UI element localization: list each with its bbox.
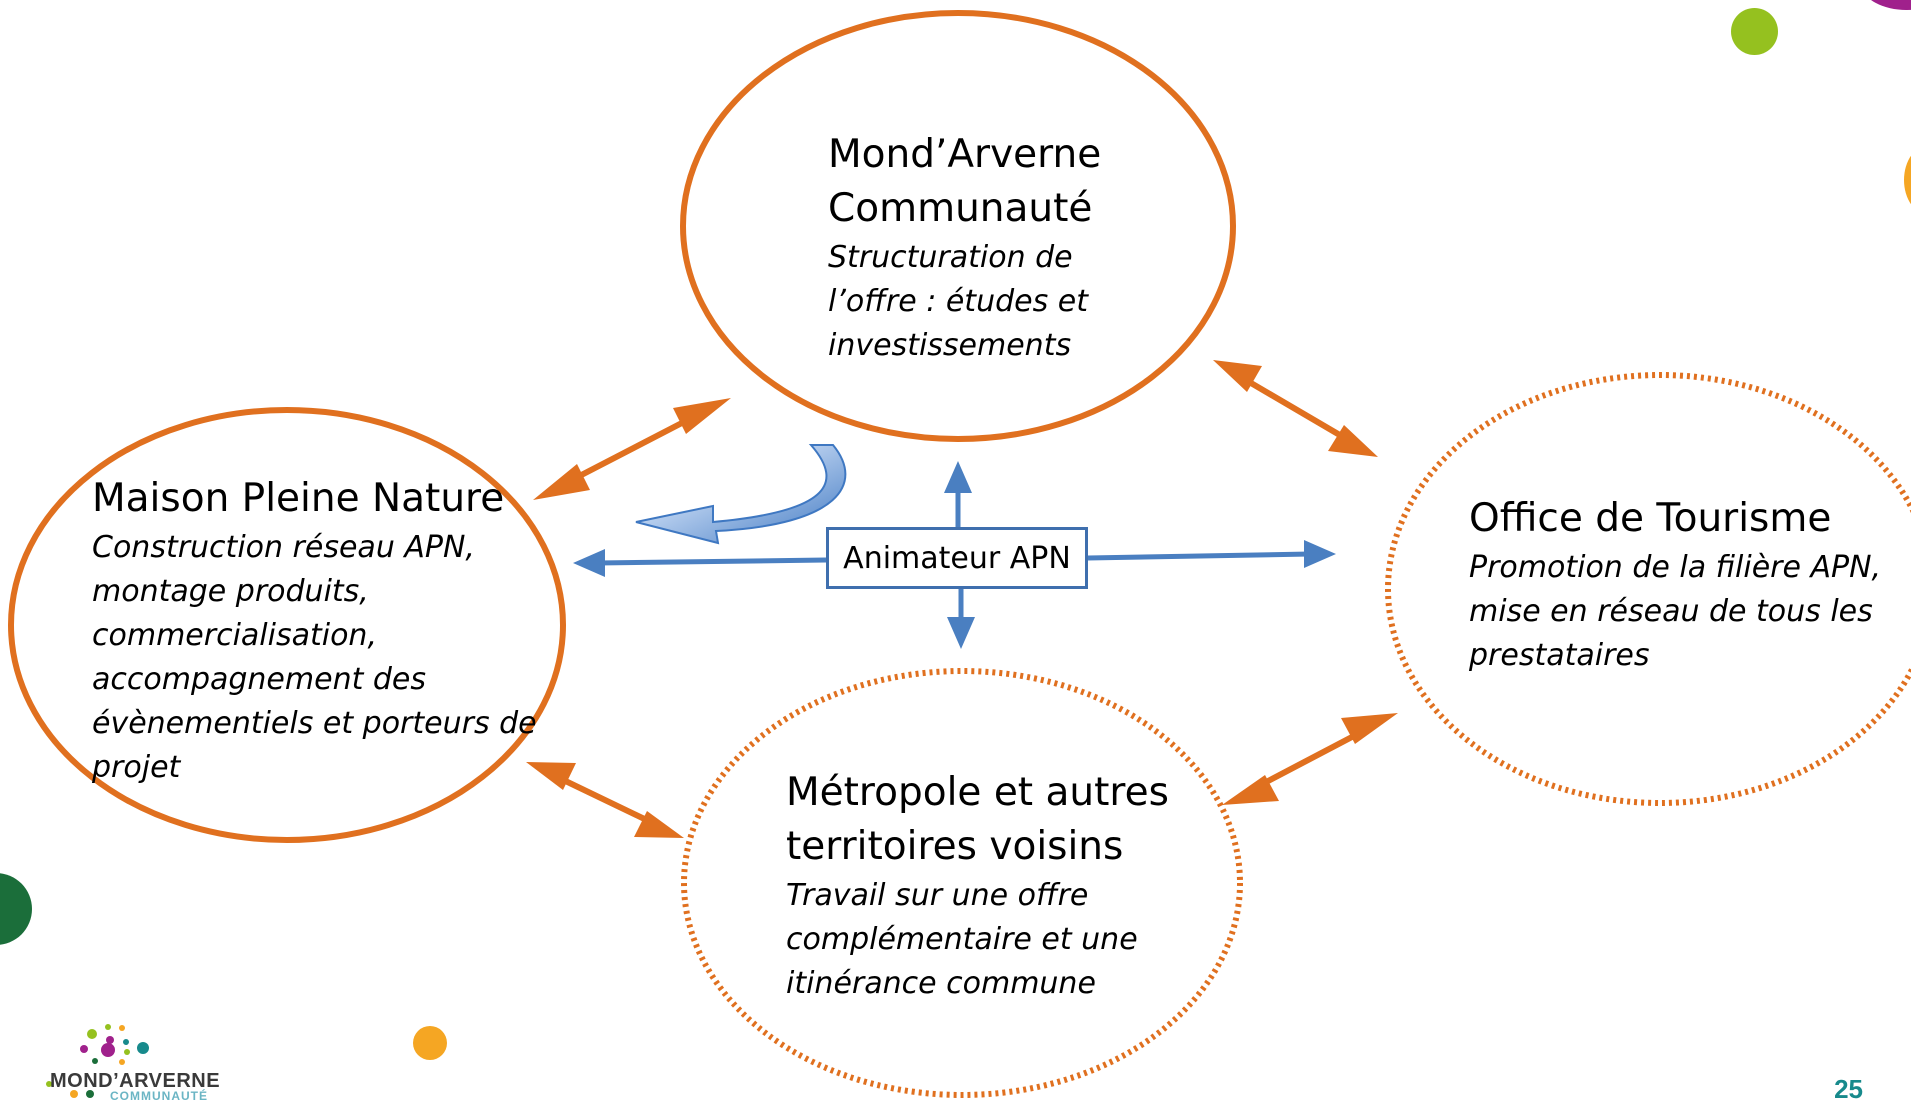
- blue-arrow-down: [947, 589, 975, 649]
- node-office-tourisme-title: Office de Tourisme: [1469, 496, 1832, 541]
- orange-arrow-left-bottom: [526, 762, 684, 838]
- blue-arrow-up: [944, 461, 972, 527]
- node-mond-arverne: Mond’Arverne Communauté Structuration de…: [828, 128, 1128, 368]
- node-metropole-description: Travail sur une offre complémentaire et …: [786, 878, 1138, 1001]
- logo-wordmark: MOND’ARVERNE: [50, 1070, 221, 1092]
- curved-blue-arrow: [635, 444, 847, 545]
- ellipse-maison-pleine-nature: [8, 407, 566, 843]
- animator-apn-box: Animateur APN: [826, 527, 1088, 589]
- node-mond-arverne-title: Mond’Arverne Communauté: [828, 132, 1102, 231]
- orange-arrow-top-left: [533, 398, 731, 500]
- ellipse-mond-arverne: [680, 10, 1236, 442]
- node-office-tourisme-description: Promotion de la filière APN, mise en rés…: [1469, 550, 1882, 673]
- blue-arrow-right: [1087, 540, 1336, 568]
- orange-arrow-top-right: [1213, 360, 1378, 457]
- node-office-tourisme: Office de Tourisme Promotion de la filiè…: [1469, 492, 1899, 678]
- orange-arrow-right-bottom: [1222, 713, 1398, 805]
- decorative-green-dot: [1731, 8, 1778, 55]
- node-metropole-title: Métropole et autres territoires voisins: [786, 770, 1169, 869]
- ellipse-metropole: [681, 668, 1243, 1098]
- decorative-yellow-small-dot: [413, 1026, 447, 1060]
- node-maison-pleine-nature: Maison Pleine Nature Construction réseau…: [92, 472, 562, 790]
- node-maison-pleine-nature-title: Maison Pleine Nature: [92, 476, 505, 521]
- ellipse-office-tourisme: [1385, 372, 1911, 806]
- decorative-purple-dot: [1862, 0, 1911, 10]
- node-maison-pleine-nature-description: Construction réseau APN, montage produit…: [92, 530, 537, 785]
- logo-subtitle: COMMUNAUTÉ: [110, 1089, 208, 1103]
- node-mond-arverne-description: Structuration de l’offre : études et inv…: [828, 240, 1088, 363]
- blue-arrow-left: [573, 549, 827, 577]
- node-metropole: Métropole et autres territoires voisins …: [786, 766, 1206, 1006]
- decorative-yellow-dot: [1904, 145, 1911, 215]
- mond-arverne-logo: [46, 1024, 149, 1098]
- page-number: 25: [1834, 1074, 1863, 1104]
